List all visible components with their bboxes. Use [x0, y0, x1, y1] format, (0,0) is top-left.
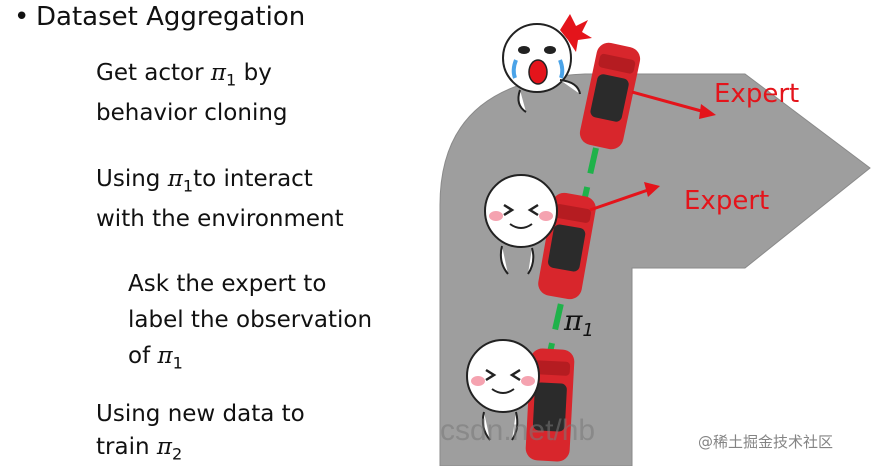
step4-line2: train π2	[96, 431, 305, 471]
step3-line1: Ask the expert to	[128, 271, 327, 297]
expert-arrow-top	[631, 90, 716, 119]
pi-symbol: π1	[167, 166, 194, 196]
step1-line2: behavior cloning	[96, 99, 288, 126]
expert-arrow-middle	[589, 182, 660, 212]
pi-symbol: π1	[210, 60, 237, 90]
step4-line1: Using new data to	[96, 401, 305, 427]
expert-label-middle: Expert	[684, 186, 769, 216]
watermark-juejin: @稀土掘金技术社区	[698, 433, 834, 451]
watermark-csdn: csdn.net/hb	[440, 414, 596, 447]
step-interact: Using π1to interact with the environment	[96, 163, 344, 236]
step2-text-a: Using	[96, 166, 168, 192]
character-laughing-bottom	[466, 339, 540, 441]
pi-symbol: π1	[157, 343, 183, 373]
slide-title: •Dataset Aggregation	[14, 2, 305, 32]
step1-line1: Get actor π1 by	[96, 57, 288, 97]
step1-text-a: Get actor	[96, 60, 211, 86]
step-ask-expert: Ask the expert to label the observation …	[128, 266, 372, 382]
character-laughing-middle	[484, 174, 558, 275]
step-get-actor: Get actor π1 by behavior cloning	[96, 57, 288, 130]
car-top	[579, 42, 641, 150]
step4-text-a: train	[96, 434, 157, 460]
step3-line2: label the observation	[128, 307, 373, 333]
expert-label-top: Expert	[714, 79, 799, 109]
path-pi-label: π1	[563, 304, 594, 341]
step3-text-a: of	[128, 343, 158, 369]
step2-line1: Using π1to interact	[96, 163, 344, 203]
step1-text-b: by	[236, 60, 272, 86]
pi-symbol: π2	[156, 434, 183, 464]
driving-scene: Expert Expert π1	[439, 14, 871, 466]
step2-line2: with the environment	[96, 205, 344, 232]
character-crying	[502, 14, 592, 113]
title-text: Dataset Aggregation	[36, 2, 306, 32]
step2-text-b: to interact	[193, 166, 313, 192]
step3-line3: of π1	[128, 338, 372, 382]
step-train: Using new data to train π2	[96, 398, 305, 471]
bullet-icon: •	[14, 2, 30, 32]
